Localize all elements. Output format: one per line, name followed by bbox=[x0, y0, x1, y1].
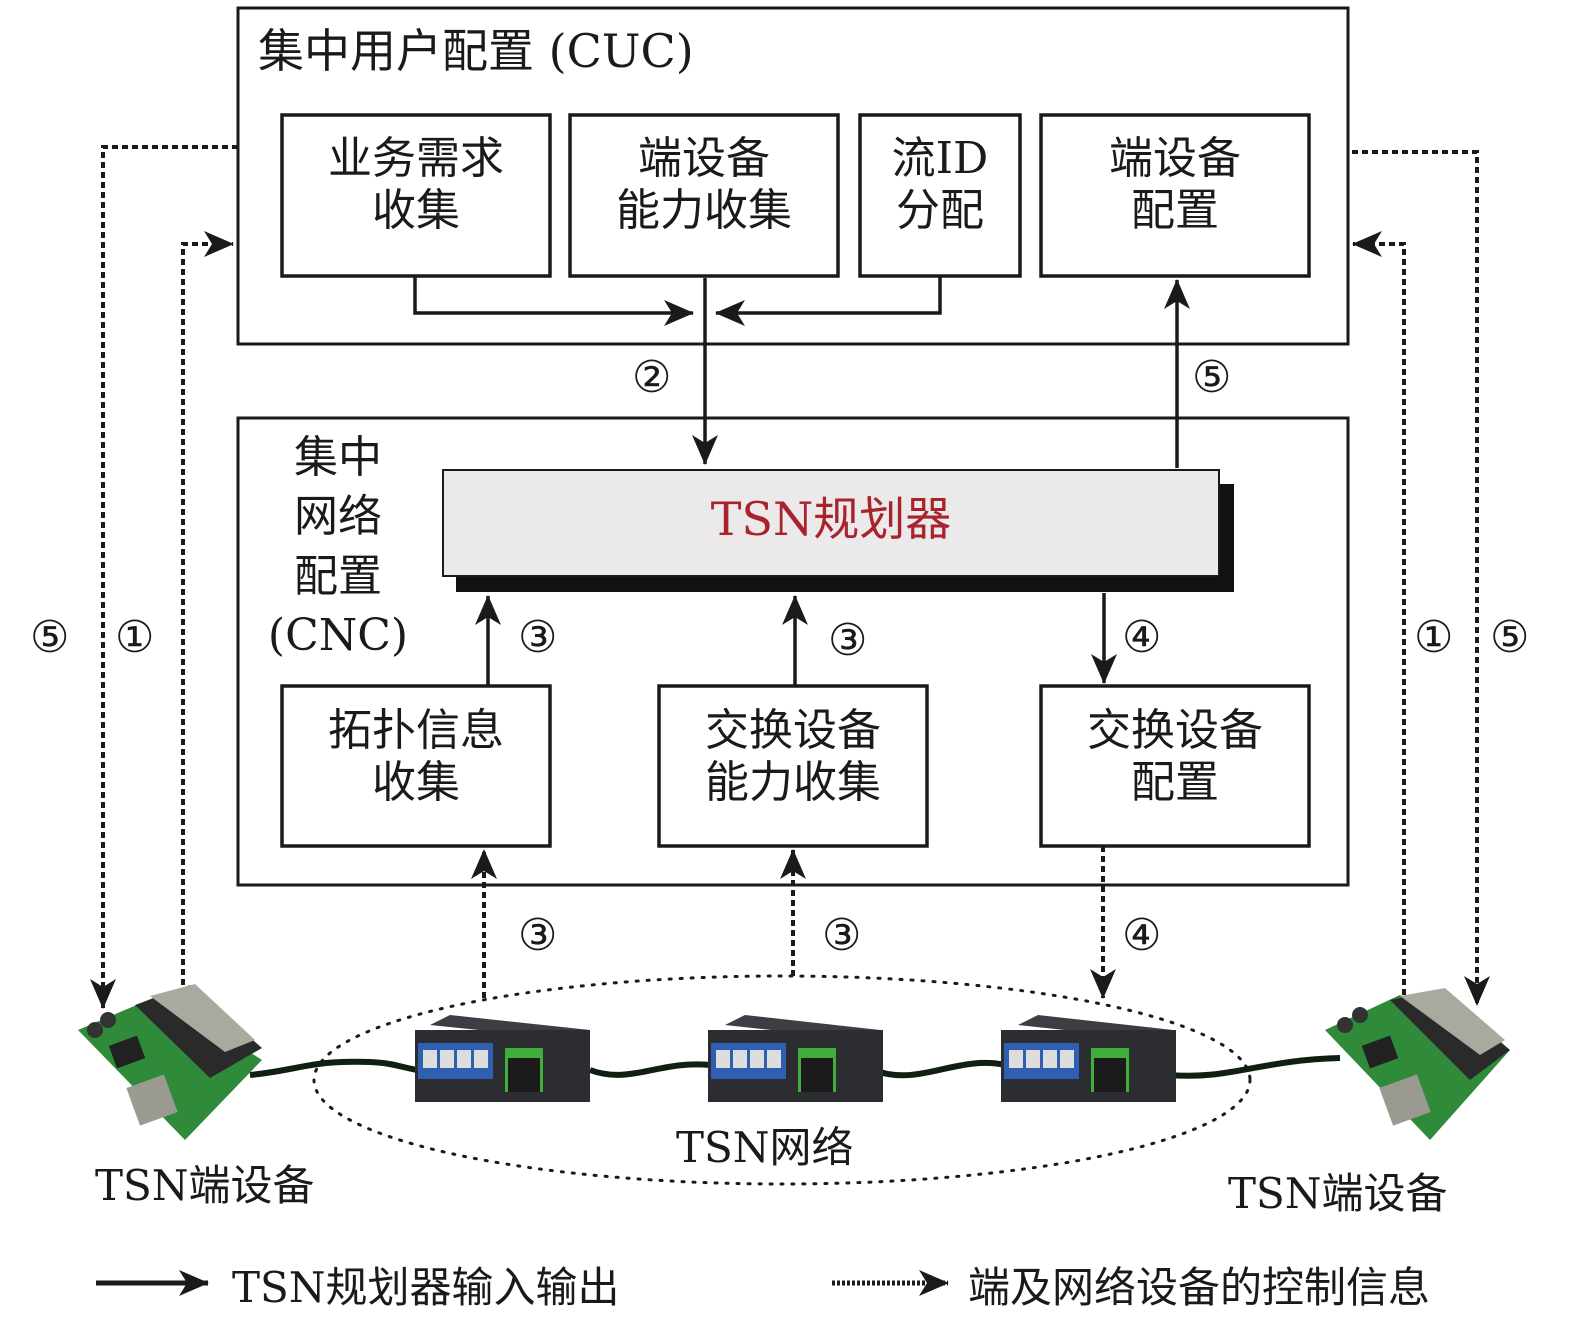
legend-solid-label: TSN规划器输入输出 bbox=[232, 1263, 620, 1312]
label-line: 分配 bbox=[896, 184, 984, 236]
cnc-title: 集中 网络 配置 (CNC) bbox=[258, 428, 418, 666]
label-line: 交换设备 bbox=[1087, 705, 1263, 756]
cuc-box-end-config-label: 端设备 配置 bbox=[1041, 133, 1309, 237]
cuc-title: 集中用户配置 (CUC) bbox=[258, 24, 694, 78]
step-4-marker: ④ bbox=[1122, 612, 1162, 663]
cnc-title-line: 网络 bbox=[294, 491, 382, 543]
end-device-left-image bbox=[78, 984, 262, 1140]
cnc-box-switch-capability-label: 交换设备 能力收集 bbox=[659, 705, 927, 809]
label-line: 端设备 bbox=[1109, 133, 1241, 184]
cuc-box-end-capability bbox=[568, 113, 840, 278]
step-1-marker: ① bbox=[115, 612, 155, 663]
tsn-network-label: TSN网络 bbox=[676, 1123, 854, 1172]
label-line: 能力收集 bbox=[616, 184, 792, 236]
step-3-marker: ③ bbox=[518, 612, 558, 663]
dotted-arrow-step5-left bbox=[90, 145, 238, 1009]
label-line: 拓扑信息 bbox=[328, 705, 504, 756]
dotted-arrow-step5-right bbox=[1352, 150, 1490, 1006]
cuc-box-end-capability-label: 端设备 能力收集 bbox=[570, 133, 838, 237]
cnc-title-line: 配置 bbox=[294, 550, 382, 602]
dotted-arrow-step1-right bbox=[1352, 231, 1406, 995]
dotted-arrow-step1-left bbox=[181, 231, 234, 995]
label-line: 配置 bbox=[1131, 756, 1219, 808]
cnc-title-line: (CNC) bbox=[267, 610, 409, 662]
step-5-marker: ⑤ bbox=[1490, 612, 1530, 663]
tsn-network-ellipse bbox=[312, 974, 1252, 1186]
tsn-switch-1 bbox=[415, 1015, 590, 1102]
step-1-marker: ① bbox=[1414, 612, 1454, 663]
network-cable bbox=[879, 1059, 1006, 1079]
cnc-box-switch-capability bbox=[657, 684, 929, 848]
cuc-box-stream-id-label: 流ID 分配 bbox=[860, 133, 1020, 237]
end-device-right-image bbox=[1325, 988, 1510, 1140]
step-5-marker: ⑤ bbox=[30, 612, 70, 663]
end-device-left-label: TSN端设备 bbox=[95, 1161, 315, 1210]
tsn-switch-2 bbox=[708, 1015, 883, 1102]
label-line: 端设备 bbox=[638, 133, 770, 184]
arrow-streamid-merge bbox=[715, 276, 942, 326]
cuc-container bbox=[236, 6, 1350, 346]
end-device-right-label: TSN端设备 bbox=[1228, 1169, 1448, 1218]
label-line: 收集 bbox=[372, 184, 460, 236]
network-cable bbox=[588, 1061, 711, 1078]
cnc-box-switch-config bbox=[1039, 684, 1311, 848]
cnc-box-topology bbox=[280, 684, 552, 848]
cnc-title-line: 集中 bbox=[294, 432, 382, 483]
label-line: 收集 bbox=[372, 756, 460, 808]
cnc-box-switch-config-label: 交换设备 配置 bbox=[1041, 705, 1309, 809]
network-cable bbox=[249, 1058, 441, 1078]
step-5-marker: ⑤ bbox=[1192, 352, 1232, 403]
network-cable bbox=[1169, 1055, 1341, 1079]
planner-box bbox=[442, 469, 1220, 577]
step-3-marker: ③ bbox=[518, 910, 558, 961]
planner-label: TSN规划器 bbox=[710, 492, 952, 546]
label-line: 能力收集 bbox=[705, 756, 881, 808]
cuc-box-stream-id bbox=[858, 113, 1022, 278]
cnc-box-topology-label: 拓扑信息 收集 bbox=[282, 705, 550, 809]
step-4-marker: ④ bbox=[1122, 910, 1162, 961]
label-line: 交换设备 bbox=[705, 705, 881, 756]
step-3-marker: ③ bbox=[822, 910, 862, 961]
label-line: 配置 bbox=[1131, 184, 1219, 236]
legend-dotted-label: 端及网络设备的控制信息 bbox=[968, 1263, 1431, 1312]
cuc-box-end-config bbox=[1039, 113, 1311, 278]
tsn-switch-3 bbox=[1001, 1015, 1176, 1102]
cuc-box-service-demand-label: 业务需求 收集 bbox=[282, 133, 550, 237]
step-3-marker: ③ bbox=[828, 615, 868, 666]
label-line: 流ID bbox=[891, 133, 989, 184]
step-2-marker: ② bbox=[632, 352, 672, 403]
label-line: 业务需求 bbox=[328, 133, 504, 184]
arrow-demand-merge bbox=[413, 276, 694, 326]
